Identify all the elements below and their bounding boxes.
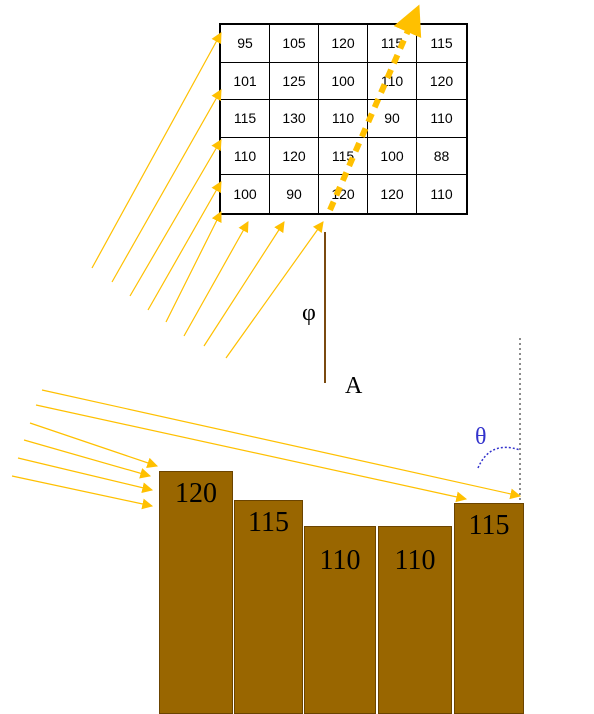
grid-cell: 125 — [270, 62, 319, 101]
grid-cell: 90 — [270, 175, 319, 213]
grid-cell: 110 — [319, 100, 368, 138]
grid-cell: 101 — [221, 62, 270, 101]
grid-cell: 120 — [368, 175, 417, 213]
height-bar: 115 — [234, 500, 303, 714]
bar-value: 110 — [319, 545, 361, 576]
bar-value: 120 — [175, 478, 217, 509]
grid-cell: 110 — [221, 137, 270, 176]
grid-cell: 120 — [319, 175, 368, 213]
height-bar: 120 — [159, 471, 233, 714]
bar-value: 115 — [248, 507, 289, 538]
height-bar: 110 — [304, 526, 376, 714]
grid-cell: 100 — [221, 175, 270, 213]
grid-cell: 130 — [270, 100, 319, 138]
grid-cell: 88 — [417, 138, 466, 176]
grid-cell: 120 — [270, 137, 319, 176]
grid-cell: 100 — [368, 137, 417, 176]
a-label: A — [345, 373, 363, 399]
grid-cell: 95 — [221, 25, 270, 63]
theta-label: θ — [475, 424, 487, 450]
grid-cell: 115 — [221, 100, 270, 138]
grid-cell: 115 — [319, 137, 368, 176]
grid-cell: 115 — [368, 25, 417, 63]
phi-label: φ — [302, 300, 316, 326]
grid-cell: 105 — [270, 25, 319, 63]
bar-value: 115 — [468, 510, 510, 541]
grid-cell: 120 — [319, 25, 368, 63]
grid-cell: 90 — [368, 100, 417, 138]
bar-value: 110 — [394, 545, 436, 576]
grid-cell: 120 — [417, 63, 466, 101]
grid-cell: 110 — [368, 62, 417, 101]
grid-cell: 110 — [417, 100, 466, 138]
grid-cell: 100 — [319, 62, 368, 101]
height-bar: 115 — [454, 503, 524, 714]
grid-cell: 110 — [430, 186, 453, 203]
grid-cell: 115 — [417, 25, 466, 63]
height-bar: 110 — [378, 526, 452, 714]
